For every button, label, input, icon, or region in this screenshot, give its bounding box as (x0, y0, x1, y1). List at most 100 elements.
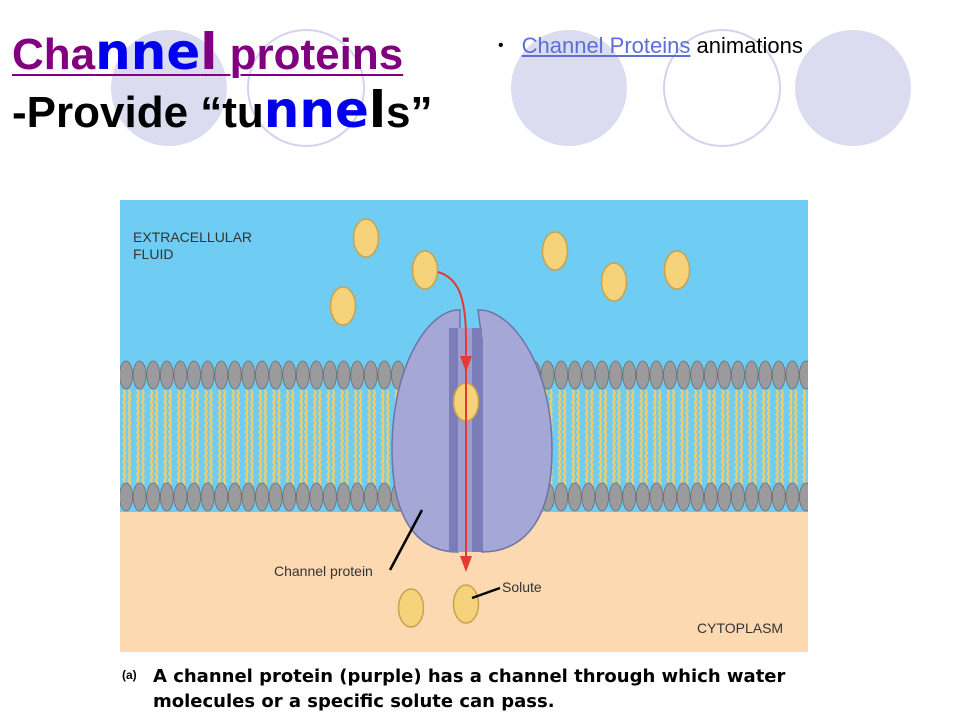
lipid-head (731, 360, 745, 390)
lipid-head (703, 482, 718, 512)
lipid-tail (176, 389, 181, 451)
lipid-tail (725, 389, 730, 451)
channel-proteins-link[interactable]: Channel Proteins (521, 33, 691, 58)
title-part: Cha (12, 30, 96, 79)
lipid-tail (706, 389, 711, 451)
lipid-head (295, 360, 310, 390)
lipid-tail (149, 389, 154, 451)
lipid-head (799, 482, 808, 512)
lipid-tail (330, 389, 336, 451)
lipid-head (282, 482, 297, 512)
lipid-tail (738, 389, 744, 451)
lipid-head (717, 482, 732, 512)
lipid-head (159, 360, 174, 390)
lipid-head (268, 360, 283, 390)
solute-molecule (352, 218, 380, 258)
lipid-head (554, 482, 569, 512)
lipid-head (744, 360, 759, 390)
lipid-tail (162, 389, 167, 451)
lipid-tail (262, 389, 268, 451)
lipid-tail (208, 389, 213, 451)
lipid-head (608, 360, 623, 390)
solute-molecule (541, 231, 569, 271)
lipid-head (336, 482, 351, 512)
lipid-head (187, 482, 201, 512)
lipid-tail (222, 389, 227, 451)
solute-path-arrow (437, 271, 472, 572)
lipid-tail (602, 389, 608, 451)
solute-label: Solute (502, 579, 542, 595)
lipid-head (363, 360, 378, 390)
solute-molecule (452, 584, 480, 624)
lipid-tail (793, 389, 798, 451)
lipid-head (336, 360, 351, 390)
title-emphasis: l (368, 81, 387, 139)
lipid-tail (774, 389, 779, 451)
lipid-head (227, 360, 242, 390)
lipid-tail (616, 389, 621, 451)
lipid-head (295, 482, 310, 512)
lipid-head (595, 360, 609, 390)
solute-leader-line (471, 586, 501, 600)
lipid-tail (733, 389, 739, 451)
lipid-head (241, 360, 256, 390)
lipid-tail (194, 389, 200, 451)
lipid-head (676, 360, 691, 390)
lipid-tail (371, 389, 376, 451)
deco-circle (511, 30, 627, 146)
lipid-head (676, 482, 691, 512)
lipid-head (363, 482, 378, 512)
bullet-item: •Channel Proteins animations (498, 32, 803, 60)
figure-caption: A channel protein (purple) has a channel… (153, 666, 786, 712)
lipid-head (200, 360, 215, 390)
lipid-head (771, 482, 786, 512)
lipid-tail (181, 389, 186, 451)
lipid-tail (312, 389, 317, 451)
lipid-tail (339, 389, 344, 451)
lipid-tail (779, 389, 784, 451)
lipid-tail (625, 389, 630, 451)
lipid-head (241, 482, 256, 512)
lipid-head (268, 482, 283, 512)
lipid-tail (761, 389, 766, 451)
lipid-head (309, 482, 324, 512)
lipid-tail (235, 389, 240, 451)
lipid-tail (298, 389, 303, 451)
arrow-curve (437, 271, 467, 341)
lipid-tail (230, 389, 235, 451)
lipid-tail (589, 389, 594, 451)
lipid-head (567, 482, 582, 512)
lipid-tail (285, 389, 290, 451)
lipid-head (608, 482, 623, 512)
lipid-tail (584, 389, 589, 451)
lipid-tail (290, 389, 295, 451)
lipid-head (663, 360, 677, 390)
lipid-head (132, 482, 147, 512)
lipid-tail (693, 389, 698, 451)
lipid-tail (366, 389, 371, 451)
title-part: -Provide “tu (12, 88, 264, 137)
bullet-dot: • (498, 37, 504, 54)
lipid-head (120, 360, 133, 390)
lipid-tail (244, 389, 249, 451)
lipid-head (255, 482, 269, 512)
lipid-tail (121, 389, 127, 451)
lipid-head (595, 482, 609, 512)
deco-circle (111, 30, 227, 146)
lipid-head (649, 482, 664, 512)
lipid-head (635, 482, 650, 512)
lipid-tail (562, 389, 567, 451)
lipid-head (173, 482, 188, 512)
lipid-tail (380, 389, 385, 451)
arrow-head (460, 356, 472, 372)
lipid-tail (670, 389, 676, 451)
lipid-head (581, 360, 596, 390)
title-part: s” (386, 88, 433, 137)
lipid-tail (665, 389, 671, 451)
lipid-tail (385, 389, 390, 451)
lipid-tail (801, 389, 807, 451)
protein-left-half (391, 309, 461, 553)
lipid-head (323, 482, 337, 512)
lipid-head (159, 482, 174, 512)
solute-molecule (397, 588, 425, 628)
